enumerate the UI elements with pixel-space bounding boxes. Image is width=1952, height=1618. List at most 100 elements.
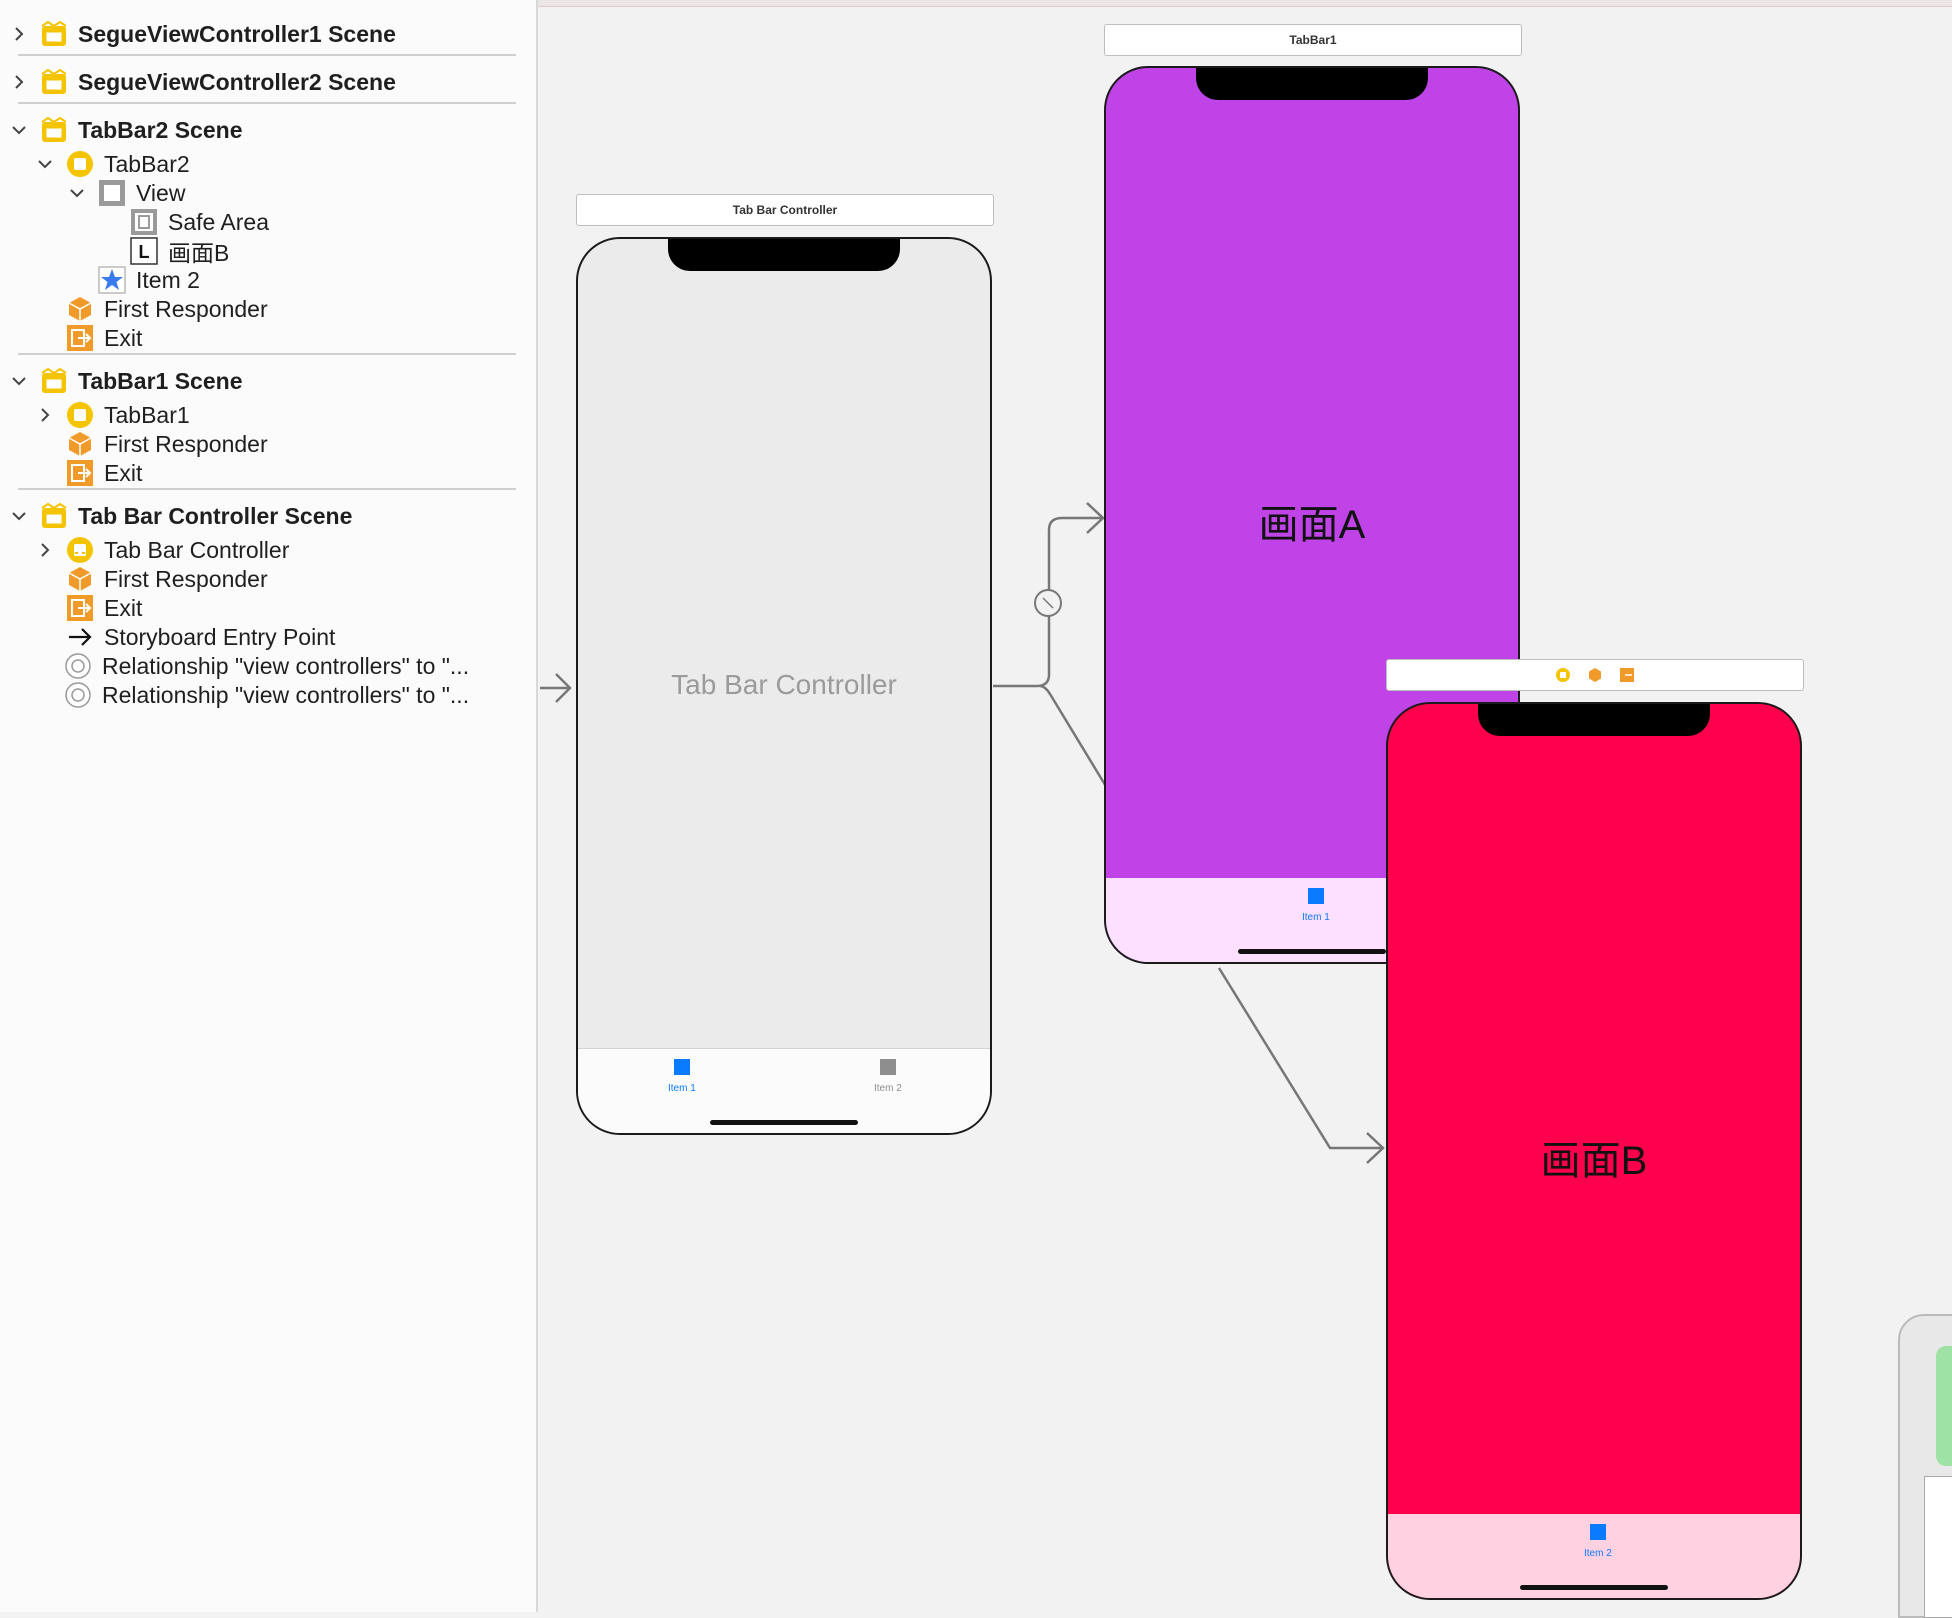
scene-title-bar[interactable]: Tab Bar Controller <box>576 194 994 226</box>
divider <box>18 488 516 490</box>
outline-item-first-responder[interactable]: First Responder <box>66 561 268 597</box>
tab-item-label: Item 2 <box>1584 1548 1612 1559</box>
segue-relationship-glyph <box>1042 597 1054 609</box>
tab-bar-controller-scene[interactable]: Tab Bar Controller Item 1 Item 2 <box>576 237 992 1135</box>
outline-item-tabbar-item2[interactable]: Item 2 <box>98 262 200 298</box>
relationship-icon <box>64 681 92 709</box>
outline-label: TabBar1 <box>104 401 190 428</box>
outline-label: TabBar2 Scene <box>78 116 243 143</box>
document-outline: SegueViewController1 Scene SegueViewCont… <box>0 0 538 1612</box>
tab-item-label: Item 1 <box>668 1083 696 1094</box>
outline-label: SegueViewController1 Scene <box>78 20 396 47</box>
outline-item-safe-area[interactable]: Safe Area <box>130 204 269 240</box>
chevron-right-icon[interactable] <box>34 404 56 426</box>
tab-item-1[interactable]: Item 1 <box>1302 888 1330 923</box>
outline-label: 画面B <box>168 240 230 266</box>
divider <box>18 353 516 355</box>
exit-icon <box>66 594 94 622</box>
scene-icon <box>40 68 68 96</box>
tab-item-icon <box>879 1059 896 1075</box>
tab-item-icon <box>1307 888 1324 904</box>
exit-icon[interactable] <box>1619 667 1635 683</box>
outline-item-exit[interactable]: Exit <box>66 590 142 626</box>
device-notch <box>1478 704 1710 736</box>
outline-label: Tab Bar Controller <box>104 536 290 563</box>
outline-label: TabBar1 Scene <box>78 367 243 394</box>
outline-label: Storyboard Entry Point <box>104 623 336 650</box>
tab-item-1[interactable]: Item 1 <box>668 1059 696 1094</box>
placeholder-title: Tab Bar Controller <box>671 669 897 700</box>
chevron-down-icon[interactable] <box>8 370 30 392</box>
chevron-down-icon[interactable] <box>34 153 56 175</box>
outline-item-view[interactable]: View <box>66 175 185 211</box>
view-icon <box>98 179 126 207</box>
scene-title: TabBar1 <box>1289 33 1337 47</box>
outline-label: Tab Bar Controller Scene <box>78 502 353 529</box>
view-controller-icon <box>66 150 94 178</box>
outline-label: Safe Area <box>168 208 270 235</box>
tab-item-2[interactable]: Item 2 <box>874 1059 902 1094</box>
home-indicator <box>1238 949 1386 954</box>
tab-item-2[interactable]: Item 2 <box>1584 1524 1612 1559</box>
tab-item-icon <box>1589 1524 1606 1540</box>
outline-label: SegueViewController2 Scene <box>78 68 396 95</box>
outline-item-first-responder[interactable]: First Responder <box>66 291 268 327</box>
cube-icon <box>66 430 94 458</box>
outline-item-relationship[interactable]: Relationship "view controllers" to "... <box>64 677 469 713</box>
chevron-down-icon[interactable] <box>8 119 30 141</box>
outline-item-tabbar-controller[interactable]: Tab Bar Controller <box>34 532 289 568</box>
scene-icon <box>40 502 68 530</box>
outline-item-tabbar2-vc[interactable]: TabBar2 <box>34 146 190 182</box>
outline-item-label[interactable]: L 画面B <box>130 233 229 269</box>
tabbar2-scene[interactable]: 画面B Item 2 <box>1386 702 1802 1600</box>
star-icon <box>98 266 126 294</box>
relationship-segue-line[interactable] <box>1217 967 1383 1150</box>
outline-item-first-responder[interactable]: First Responder <box>66 426 268 462</box>
cube-icon <box>66 295 94 323</box>
window-top-border <box>0 0 1952 7</box>
outline-item-relationship[interactable]: Relationship "view controllers" to "... <box>64 648 469 684</box>
tab-item-label: Item 2 <box>874 1083 902 1094</box>
outline-label: TabBar2 <box>104 150 190 177</box>
chevron-down-icon[interactable] <box>8 505 30 527</box>
relationship-segue-line[interactable] <box>1039 684 1109 789</box>
device-notch <box>1196 68 1428 100</box>
outline-scene-segue2[interactable]: SegueViewController2 Scene <box>8 64 396 100</box>
scene-dock-bar[interactable] <box>1386 659 1804 691</box>
outline-label: View <box>136 179 186 206</box>
chevron-right-icon[interactable] <box>8 23 30 45</box>
outline-item-exit[interactable]: Exit <box>66 455 142 491</box>
arrow-right-icon <box>66 623 94 651</box>
offscreen-scene[interactable] <box>1898 1314 1952 1618</box>
outline-label: Item 2 <box>136 266 200 293</box>
label-icon: L <box>130 237 158 265</box>
scene-thumbnail <box>1936 1346 1952 1466</box>
outline-label: Relationship "view controllers" to "... <box>102 652 470 679</box>
chevron-right-icon[interactable] <box>34 539 56 561</box>
outline-scene-tabbar1[interactable]: TabBar1 Scene <box>8 363 242 399</box>
scene-icon <box>40 116 68 144</box>
screen-a-label: 画面A <box>1258 503 1366 547</box>
home-indicator <box>710 1120 858 1125</box>
outline-label: Exit <box>104 594 143 621</box>
outline-item-exit[interactable]: Exit <box>66 320 142 356</box>
outline-item-entry-point[interactable]: Storyboard Entry Point <box>66 619 335 655</box>
chevron-right-icon[interactable] <box>8 71 30 93</box>
outline-scene-tabbar2[interactable]: TabBar2 Scene <box>8 112 242 148</box>
scene-icon <box>40 367 68 395</box>
scene-thumbnail <box>1924 1476 1952 1618</box>
outline-scene-tabbar-controller[interactable]: Tab Bar Controller Scene <box>8 498 352 534</box>
cube-icon[interactable] <box>1587 667 1603 683</box>
outline-scene-segue1[interactable]: SegueViewController1 Scene <box>8 16 396 52</box>
chevron-down-icon[interactable] <box>66 182 88 204</box>
outline-label: First Responder <box>104 565 268 592</box>
cube-icon <box>66 565 94 593</box>
scene-title-bar[interactable]: TabBar1 <box>1104 24 1522 56</box>
view-controller-icon[interactable] <box>1555 667 1571 683</box>
divider <box>18 54 516 56</box>
outline-item-tabbar1-vc[interactable]: TabBar1 <box>34 397 190 433</box>
screen-b-label: 画面B <box>1540 1139 1648 1183</box>
svg-text:L: L <box>139 242 150 262</box>
entry-point-arrow[interactable] <box>540 673 572 703</box>
